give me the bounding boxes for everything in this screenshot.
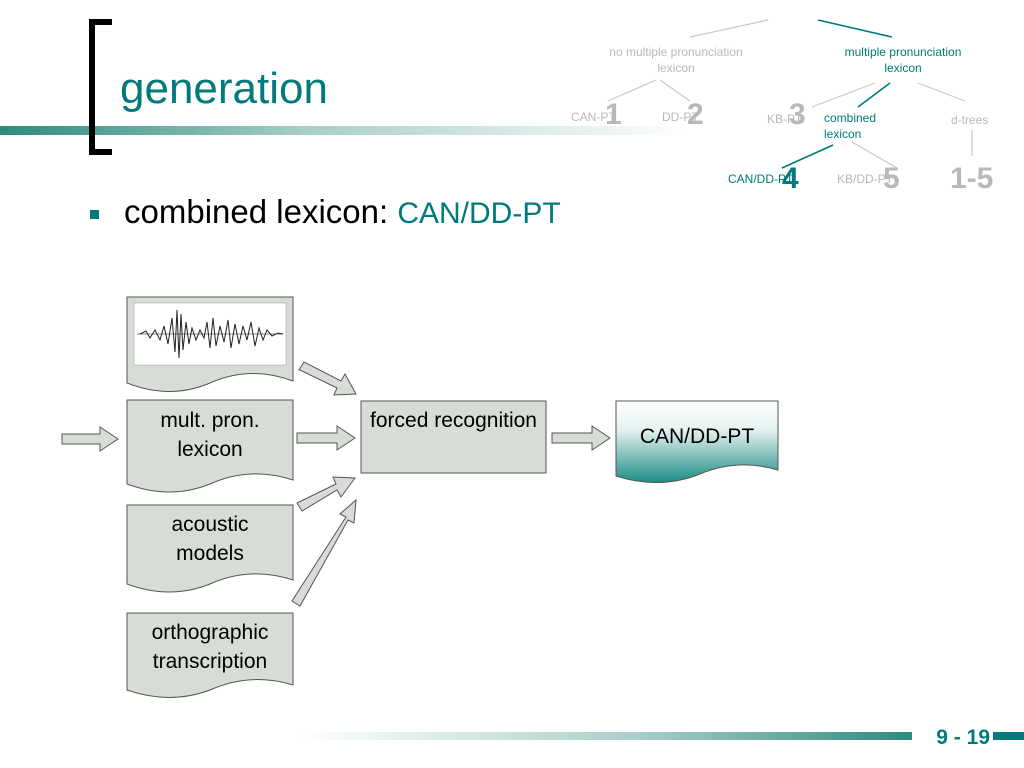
tree-num-5: 5 [883,162,900,195]
title-bracket [89,19,112,155]
lexicon-document [126,399,294,493]
page-number: 9 - 19 [936,726,990,749]
bullet-marker [90,210,99,219]
arrow-input-lexicon [61,426,119,452]
footer-band [300,732,912,740]
waveform-signal [137,309,284,359]
tree-lines-teal [781,19,893,169]
tree-kb-pt: KB-PT [767,112,803,126]
arrow-lexicon-forced [296,425,356,451]
slide-title: generation [120,64,328,113]
acoustic-label: acoustic models [171,513,249,566]
arrow-wave-forced [298,361,357,396]
arrow-acoustic-forced [296,476,356,512]
tree-lines [607,19,973,169]
tree-num-1-5: 1-5 [950,162,994,195]
lexicon-label: mult. pron. lexicon [160,409,260,462]
arrow-forced-output [551,425,611,451]
tree-num-3: 3 [789,98,806,131]
bullet-highlight: CAN/DD-PT [397,197,561,230]
tree-combined-lexicon: combined lexicon [824,111,877,142]
footer-end-bar [993,732,1024,740]
forced-recognition-box [360,400,547,474]
bullet-label: combined lexicon: [124,193,398,230]
acoustic-document [126,504,294,593]
output-label: CAN/DD-PT [639,425,755,448]
tree-no-multiple-lexicon: no multiple pronunciation lexicon [609,45,743,76]
arrow-ortho-forced [291,498,357,607]
tree-num-1: 1 [605,98,622,131]
bullet-text: combined lexicon: CAN/DD-PT [124,193,561,231]
tree-num-4: 4 [782,162,799,195]
tree-can-pt: CAN-PT [571,110,616,124]
tree-kb-dd-pt: KB/DD-PT [837,172,894,186]
tree-can-dd-pt: CAN/DD-PT [728,172,794,186]
tree-d-trees: d-trees [951,113,989,127]
tree-dd-pt: DD-PT [662,110,699,124]
tree-multiple-lexicon: multiple pronunciation lexicon [844,45,962,76]
output-document [615,400,779,483]
ortho-label: orthographic transcription [151,621,269,674]
ortho-document [126,612,294,698]
title-band [0,126,690,135]
forced-recognition-label: forced recognition [370,409,537,432]
tree-num-2: 2 [687,98,704,131]
